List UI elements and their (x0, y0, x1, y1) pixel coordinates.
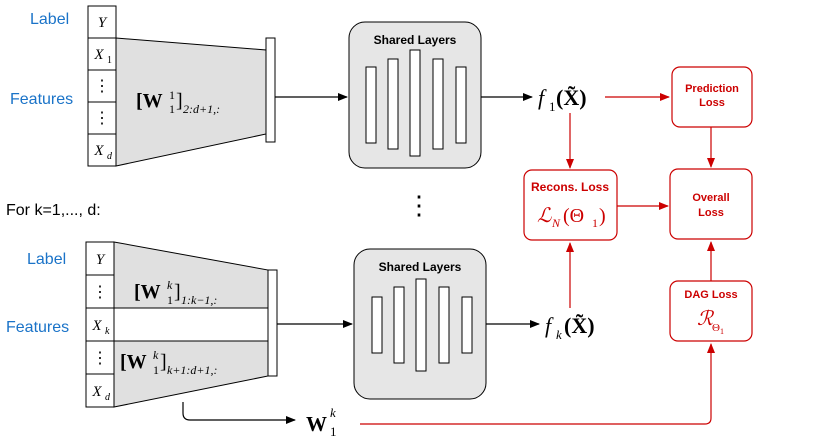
top-cell-dots-2: ⋮ (94, 110, 110, 127)
arrow-weights-to-w (182, 402, 296, 424)
svg-text:]: ] (160, 351, 167, 373)
bottom-cell-xd-sub: d (105, 392, 111, 403)
svg-text:1: 1 (592, 216, 598, 230)
arrow-w-to-dag (360, 343, 715, 425)
svg-text:Θ: Θ (712, 322, 720, 334)
top-shared-layers-title: Shared Layers (374, 33, 457, 47)
svg-text:DAG Loss: DAG Loss (684, 289, 737, 301)
top-embedding-bar (265, 37, 276, 143)
svg-text:Recons. Loss: Recons. Loss (531, 180, 609, 194)
svg-text:1: 1 (330, 424, 337, 439)
svg-text:(X̃): (X̃) (556, 85, 587, 110)
svg-text:f: f (545, 313, 554, 338)
bottom-input-column: Y ⋮ X k ⋮ X d (85, 241, 115, 408)
top-cell-x1: X (93, 47, 104, 63)
svg-text:]: ] (176, 90, 183, 112)
svg-text:): ) (599, 205, 606, 227)
top-cell-y: Y (98, 15, 108, 31)
svg-text:k+1:d+1,:: k+1:d+1,: (167, 363, 218, 377)
svg-text:ℒ: ℒ (537, 205, 552, 227)
features-text-top: Features (10, 91, 73, 108)
top-input-column: Y X 1 ⋮ ⋮ X d (87, 5, 117, 167)
bottom-cell-xk: X (91, 318, 102, 334)
bottom-cell-dots-2: ⋮ (92, 350, 108, 367)
svg-text:Prediction: Prediction (685, 83, 739, 95)
svg-text:f: f (538, 85, 547, 110)
svg-text:1: 1 (720, 327, 724, 336)
top-cell-xd-sub: d (107, 151, 113, 162)
svg-text:k: k (153, 348, 159, 362)
svg-text:k: k (167, 278, 173, 292)
svg-text:[W: [W (120, 351, 147, 373)
bottom-shared-layers: Shared Layers (353, 248, 487, 400)
svg-text:(Θ: (Θ (563, 205, 584, 227)
svg-text:W: W (306, 412, 327, 436)
bottom-weight-label-upper: [W k 1 ] 1:k−1,: (134, 278, 217, 307)
overall-loss-box: Overall Loss (669, 168, 753, 240)
dag-loss-box: DAG Loss ℛ Θ 1 (669, 280, 753, 342)
svg-text:k: k (556, 327, 562, 342)
branch-ellipsis: ⋮ (406, 191, 432, 220)
bottom-cell-xd: X (91, 384, 102, 400)
svg-text:N: N (551, 216, 561, 230)
svg-text:Loss: Loss (699, 97, 725, 109)
loop-text: For k=1,..., d: (6, 202, 101, 219)
svg-text:ℛ: ℛ (697, 308, 715, 330)
bottom-cell-dots-1: ⋮ (92, 284, 108, 301)
svg-text:Loss: Loss (698, 207, 724, 219)
features-text-bottom: Features (6, 319, 69, 336)
output-f1: f 1 (X̃) (538, 85, 587, 114)
recons-loss-box: Recons. Loss ℒ N (Θ 1 ) (523, 169, 618, 241)
output-fk: f k (X̃) (545, 313, 595, 342)
svg-text:1: 1 (169, 102, 175, 116)
weight-output-w1k: W k 1 (306, 405, 337, 439)
svg-text:Overall: Overall (692, 192, 729, 204)
prediction-loss-box: Prediction Loss (671, 66, 753, 128)
bottom-shared-layers-title: Shared Layers (379, 260, 462, 274)
bottom-embedding-bar (267, 269, 278, 377)
svg-text:[W: [W (136, 90, 163, 112)
bottom-weight-gap (113, 307, 269, 342)
top-shared-layers: Shared Layers (348, 21, 482, 169)
svg-text:1: 1 (167, 293, 173, 307)
label-text-bottom: Label (27, 251, 66, 268)
svg-text:]: ] (174, 281, 181, 303)
top-cell-dots-1: ⋮ (94, 78, 110, 95)
label-text-top: Label (30, 11, 69, 28)
top-weight-label: [W 1 1 ] 2:d+1,: (136, 88, 220, 116)
top-cell-x1-sub: 1 (107, 55, 112, 66)
bottom-weight-label-lower: [W k 1 ] k+1:d+1,: (120, 348, 218, 377)
svg-text:(X̃): (X̃) (564, 313, 595, 338)
svg-text:[W: [W (134, 281, 161, 303)
svg-text:k: k (330, 405, 336, 420)
top-cell-xd: X (93, 143, 104, 159)
svg-text:1: 1 (153, 363, 159, 377)
svg-text:1: 1 (169, 88, 175, 102)
svg-text:1:k−1,:: 1:k−1,: (181, 293, 217, 307)
bottom-cell-xk-sub: k (105, 326, 110, 337)
svg-text:1: 1 (549, 99, 556, 114)
svg-text:2:d+1,:: 2:d+1,: (183, 102, 220, 116)
bottom-cell-y: Y (96, 252, 106, 268)
